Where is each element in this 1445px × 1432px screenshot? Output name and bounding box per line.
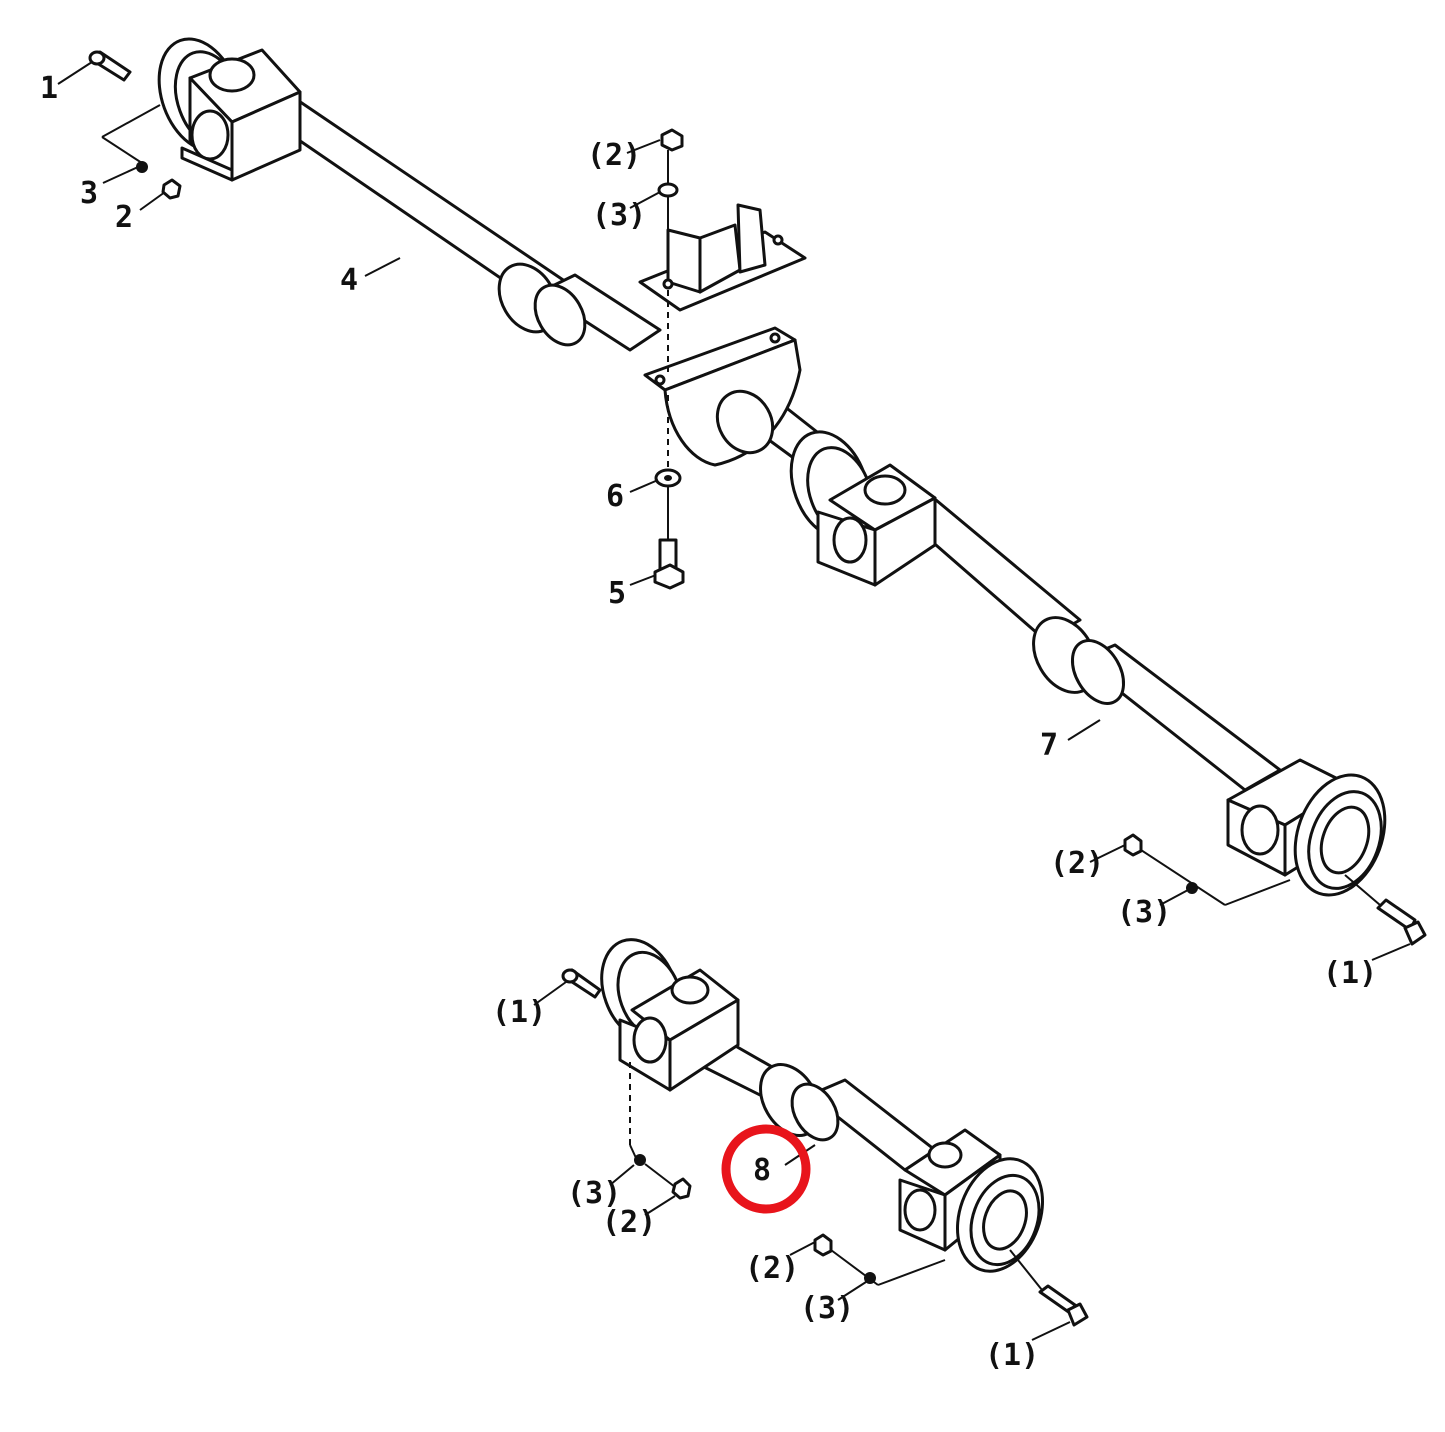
upper-shaft-tube-4 bbox=[250, 93, 662, 352]
callout-8: 8 bbox=[753, 1153, 771, 1188]
leader-lines bbox=[57, 61, 1411, 1341]
callout-3-lower-mid: (3) bbox=[800, 1291, 854, 1326]
callout-2-right: (2) bbox=[1050, 846, 1104, 881]
callout-3-top-bracket: (3) bbox=[592, 198, 646, 233]
callout-6: 6 bbox=[606, 479, 624, 514]
callout-1-lower-right: (1) bbox=[985, 1338, 1039, 1373]
highlight-circle bbox=[721, 1124, 811, 1214]
callout-3-left: 3 bbox=[80, 176, 98, 211]
callout-labels: 1 3 2 4 (2) (3) 6 5 7 (2) (3) (1) (1) (3… bbox=[40, 71, 1377, 1373]
lower-left-yoke bbox=[600, 938, 740, 1092]
callout-1-lower-left: (1) bbox=[492, 995, 546, 1030]
middle-yoke bbox=[789, 430, 937, 587]
callout-2-lower-mid: (2) bbox=[745, 1251, 799, 1286]
top-left-yoke bbox=[157, 37, 302, 182]
upper-right-yoke bbox=[1226, 758, 1387, 897]
callout-2-top-bracket: (2) bbox=[587, 138, 641, 173]
callout-2-left: 2 bbox=[115, 200, 133, 235]
callout-2-lower-left: (2) bbox=[602, 1205, 656, 1240]
lower-right-yoke bbox=[898, 1128, 1045, 1273]
callout-5: 5 bbox=[608, 576, 626, 611]
callout-7: 7 bbox=[1040, 728, 1058, 763]
hardware bbox=[88, 50, 1427, 1327]
callout-1-right: (1) bbox=[1323, 956, 1377, 991]
callout-3-lower-left: (3) bbox=[567, 1176, 621, 1211]
center-bearing-bracket bbox=[643, 326, 802, 467]
callout-1-top: 1 bbox=[40, 71, 58, 106]
callout-3-right: (3) bbox=[1117, 895, 1171, 930]
u-channel-bracket bbox=[638, 203, 807, 312]
callout-4: 4 bbox=[340, 263, 358, 298]
